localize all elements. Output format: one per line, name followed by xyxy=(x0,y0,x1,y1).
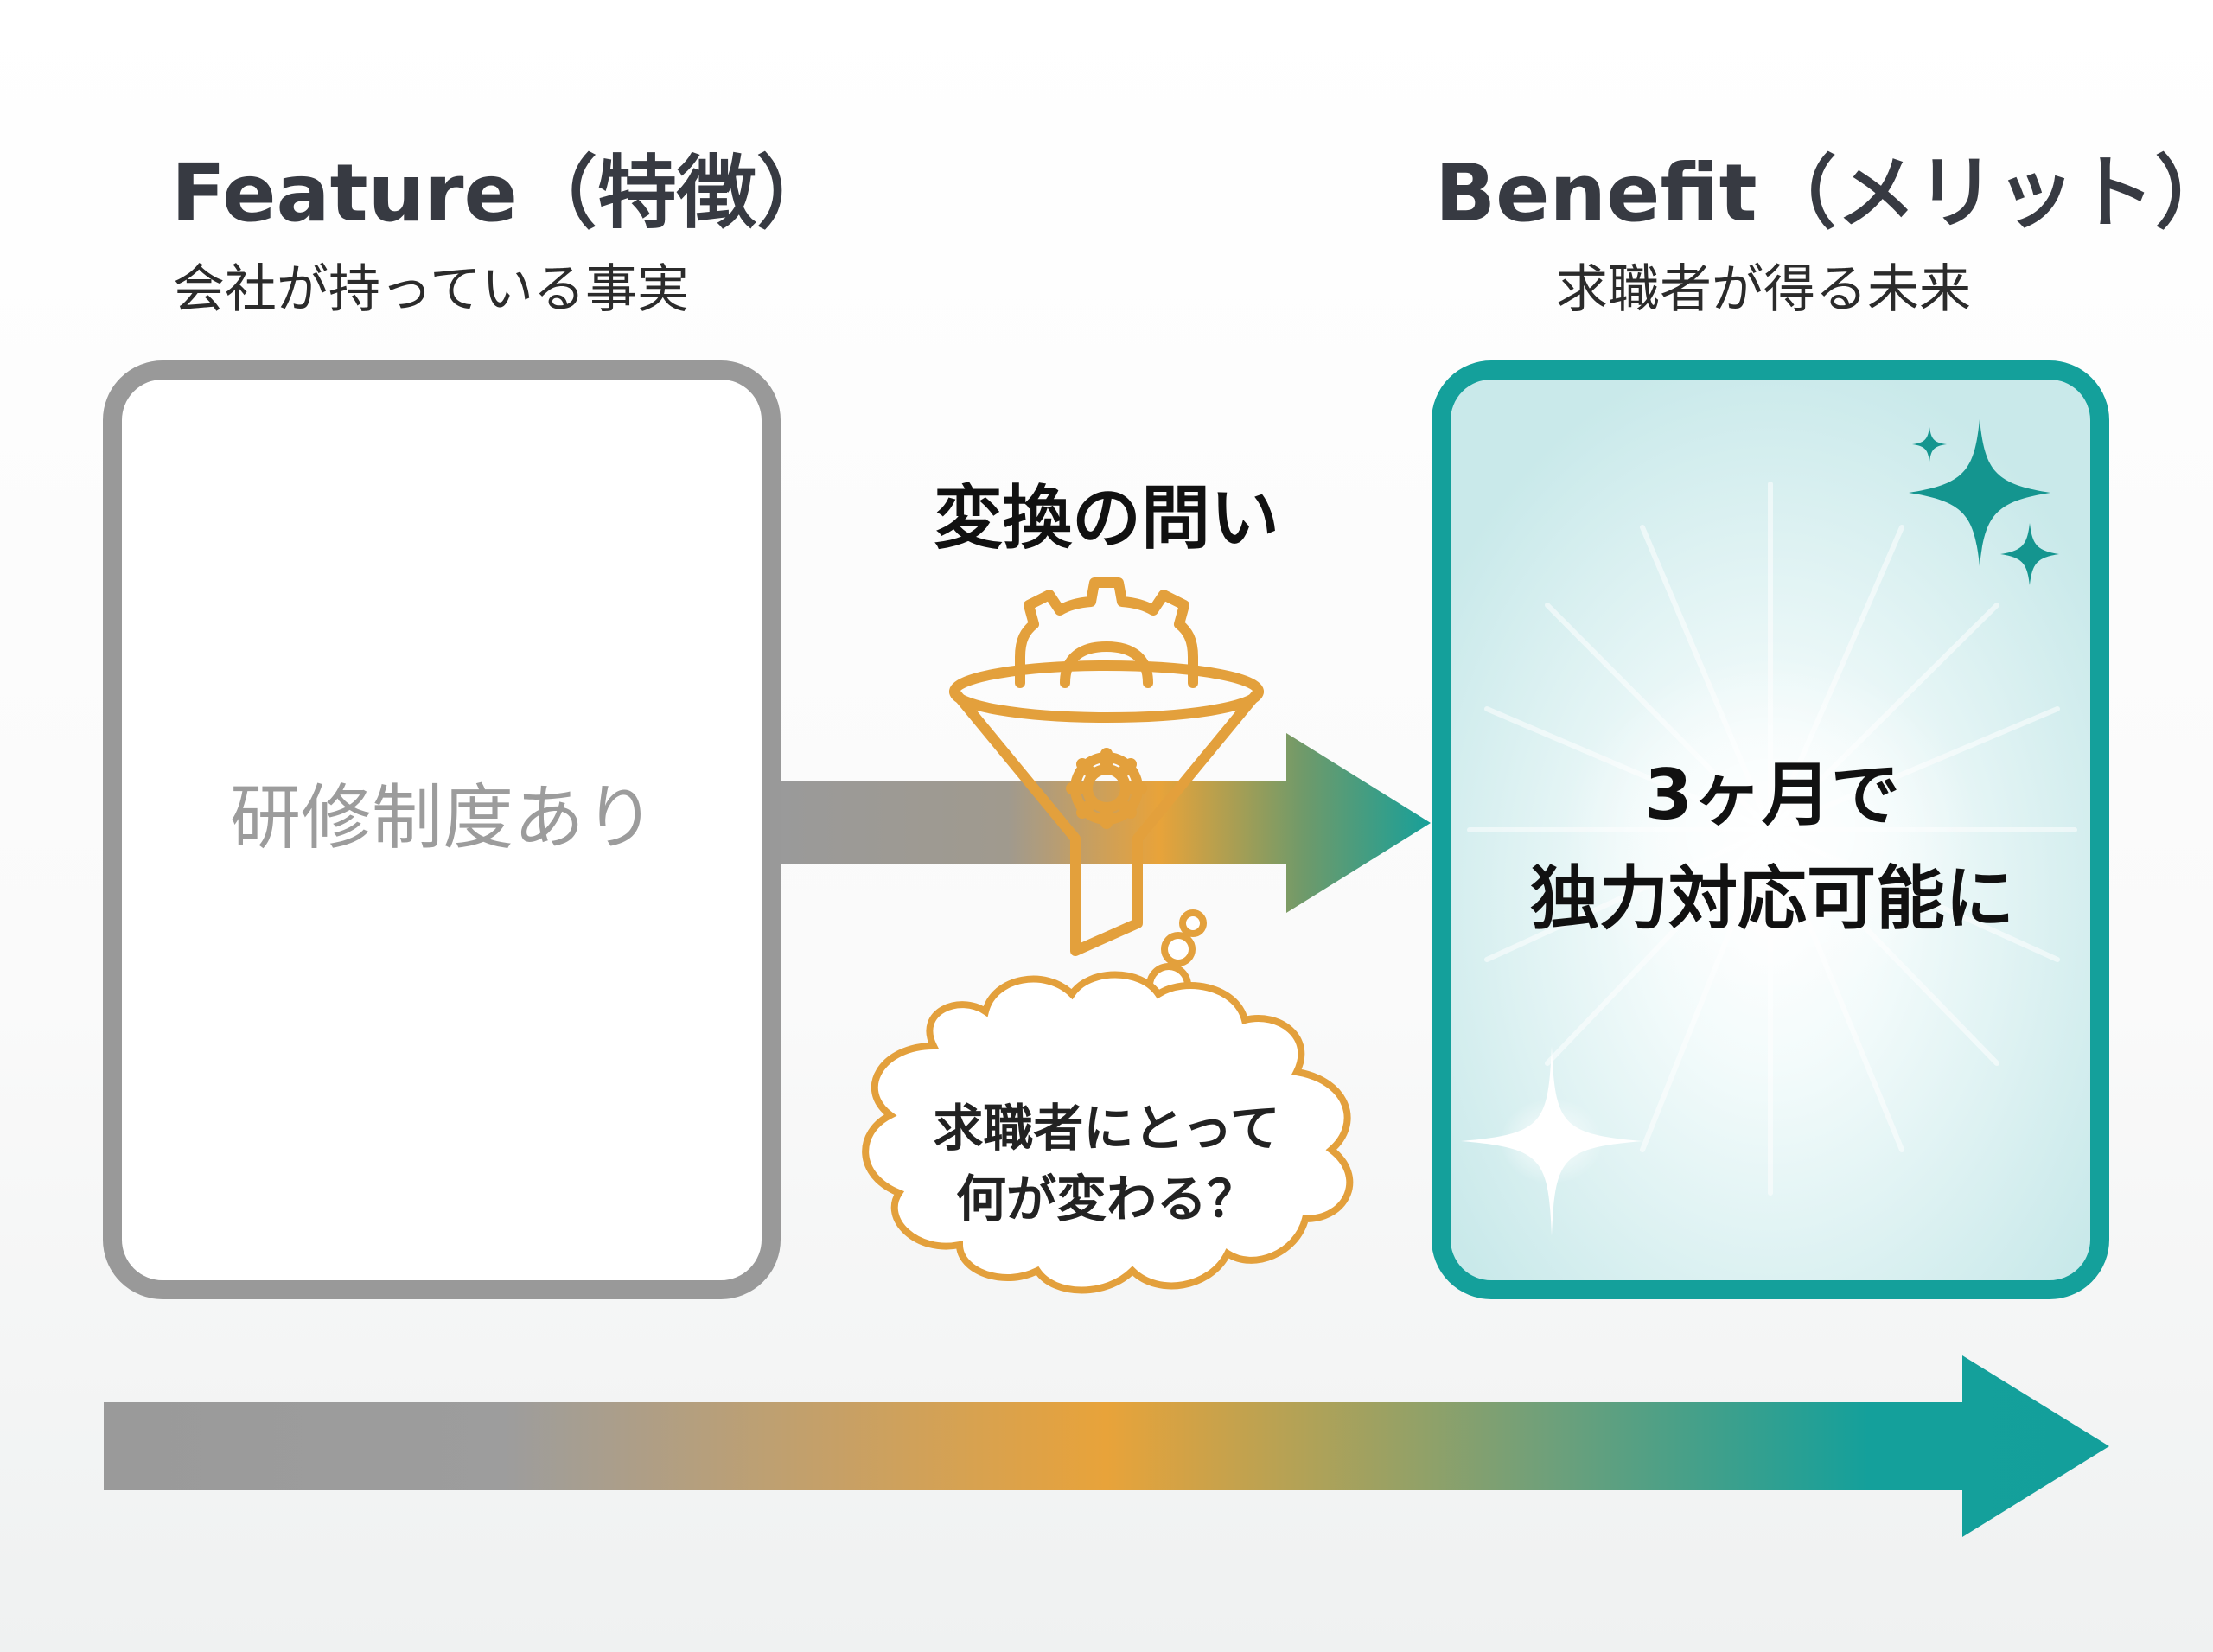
benefit-heading: Benefit（メリット） xyxy=(1435,147,2213,239)
funnel-gear-icon xyxy=(949,577,1264,956)
thought-cloud-icon xyxy=(862,909,1354,1294)
benefit-subheading: 求職者が得る未来 xyxy=(1556,259,1971,320)
feature-heading: Feature（特徴） xyxy=(171,147,836,239)
thought-cloud-line2: 何が変わる？ xyxy=(955,1170,1257,1228)
benefit-card-line1: 3ヶ月で xyxy=(1644,755,1900,835)
feature-card-text: 研修制度あり xyxy=(229,777,655,859)
feature-subheading: 会社が持っている事実 xyxy=(173,259,689,320)
thought-cloud-line1: 求職者にとって xyxy=(933,1099,1280,1158)
progress-arrow xyxy=(104,1355,2109,1537)
twinkle-icon xyxy=(1461,1046,1642,1236)
benefit-card xyxy=(1432,360,2109,1299)
sparkle-icon xyxy=(1909,419,2059,585)
feature-card xyxy=(103,360,781,1299)
question-label: 変換の問い xyxy=(934,478,1279,558)
benefit-card-line2: 独力対応可能に xyxy=(1530,858,2014,939)
